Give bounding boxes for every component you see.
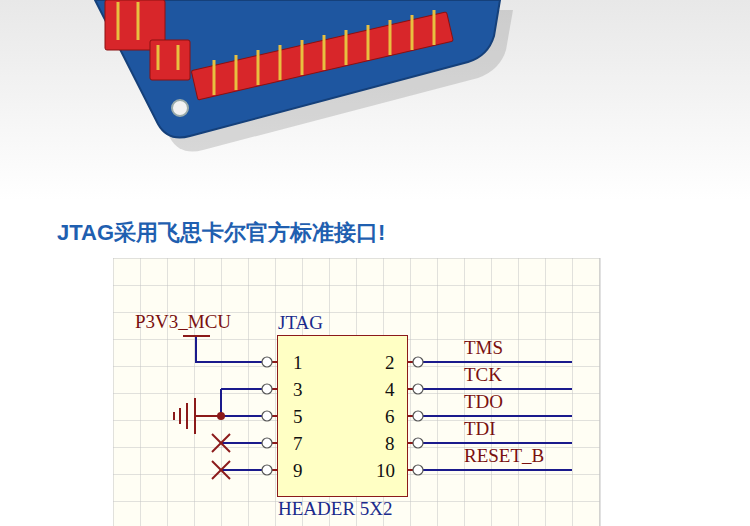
pin-number: 7 — [293, 433, 303, 455]
signal-name: TDI — [464, 418, 496, 440]
pin-number: 9 — [293, 460, 303, 482]
pin-number: 4 — [385, 379, 395, 401]
pin-number: 6 — [385, 406, 395, 428]
pin-number: 8 — [385, 433, 395, 455]
signal-name: TDO — [464, 391, 503, 413]
signal-name: TMS — [464, 337, 503, 359]
component-type: HEADER 5X2 — [278, 498, 393, 520]
signal-name: RESET_B — [464, 445, 544, 467]
header-connector: JTAG12345678910HEADER 5X2 — [277, 335, 408, 497]
signal-name: TCK — [464, 364, 502, 386]
power-net-name: P3V3_MCU — [135, 311, 231, 333]
pin-number: 2 — [385, 352, 395, 374]
component-name: JTAG — [278, 312, 323, 334]
pin-number: 5 — [293, 406, 303, 428]
pin-number: 10 — [376, 460, 395, 482]
pin-number: 1 — [293, 352, 303, 374]
pin-number: 3 — [293, 379, 303, 401]
page-title: JTAG采用飞思卡尔官方标准接口! — [57, 220, 385, 246]
